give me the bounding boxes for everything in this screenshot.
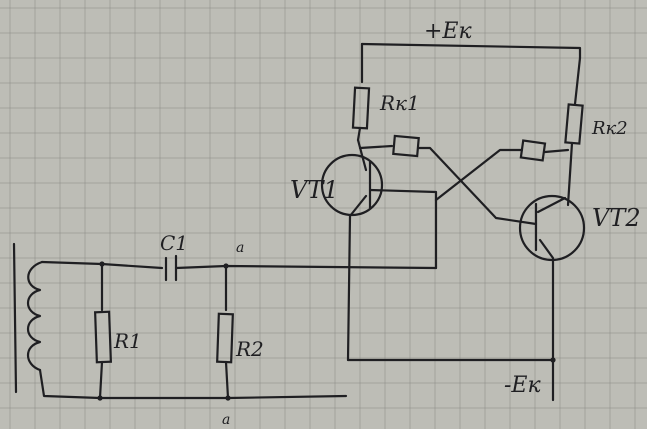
coupling-vt1-to-vt2 xyxy=(358,144,394,150)
inductor-coil xyxy=(26,260,44,372)
r2-bottom-wire xyxy=(224,360,230,400)
junction-dot xyxy=(97,395,103,401)
r1-bottom-wire xyxy=(98,360,104,400)
junction-dot xyxy=(99,261,105,267)
coupling-2-to-vt1-base xyxy=(434,148,524,202)
label-r1: R1 xyxy=(113,329,142,353)
junction-dot xyxy=(223,263,229,269)
coupling-element-1 xyxy=(392,134,420,158)
label-c1: C1 xyxy=(160,231,188,255)
junction-dot xyxy=(550,357,556,363)
resistor-rk2 xyxy=(564,103,584,145)
input-bottom-wire xyxy=(38,368,348,400)
label-vt1: VT1 xyxy=(290,176,339,204)
rk2-collector-wire xyxy=(566,141,574,207)
label-rk1: Rк1 xyxy=(379,91,420,115)
coupling-1-to-vt2-base xyxy=(417,146,538,226)
resistor-r2 xyxy=(216,312,234,364)
core-line xyxy=(12,242,18,394)
resistor-r1 xyxy=(93,310,113,364)
c1-to-node-wire xyxy=(174,264,438,270)
coupling-element-2 xyxy=(519,139,547,162)
vt2-emitter-lead xyxy=(538,238,555,402)
capacitor-c1 xyxy=(164,254,178,282)
junction-dot xyxy=(225,395,231,401)
label-node-bottom: a xyxy=(222,412,230,428)
label-node-top: a xyxy=(236,240,244,256)
supply-rail-positive xyxy=(360,42,582,60)
label-r2: R2 xyxy=(235,337,264,361)
vt2-collector-lead xyxy=(536,196,567,214)
label-rk2: Rк2 xyxy=(591,118,628,139)
vt1-base-wire xyxy=(368,188,438,270)
label-vt2: VT2 xyxy=(592,204,641,232)
label-supply-negative: -Eк xyxy=(504,373,541,398)
vt1-collector-lead xyxy=(356,138,368,172)
label-supply-positive: +Eк xyxy=(424,19,472,44)
vt1-emitter-lead xyxy=(346,194,368,362)
rk2-feed-wire xyxy=(573,56,582,106)
coupling-vt2-to-vt1 xyxy=(543,148,570,154)
rk1-collector-wire xyxy=(356,126,362,142)
